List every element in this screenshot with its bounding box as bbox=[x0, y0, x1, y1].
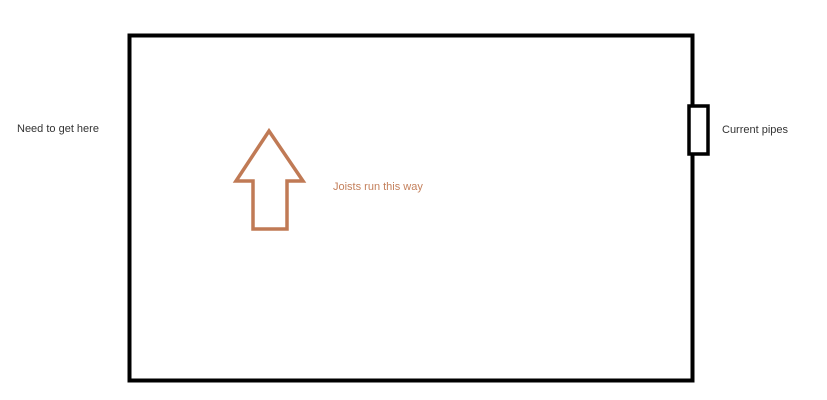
pipes-box bbox=[687, 104, 710, 156]
joist-direction-arrow-icon bbox=[232, 127, 307, 231]
joists-direction-label: Joists run this way bbox=[333, 181, 423, 193]
destination-label: Need to get here bbox=[17, 123, 99, 135]
room-outline bbox=[127, 33, 695, 383]
current-pipes-label: Current pipes bbox=[722, 124, 789, 136]
